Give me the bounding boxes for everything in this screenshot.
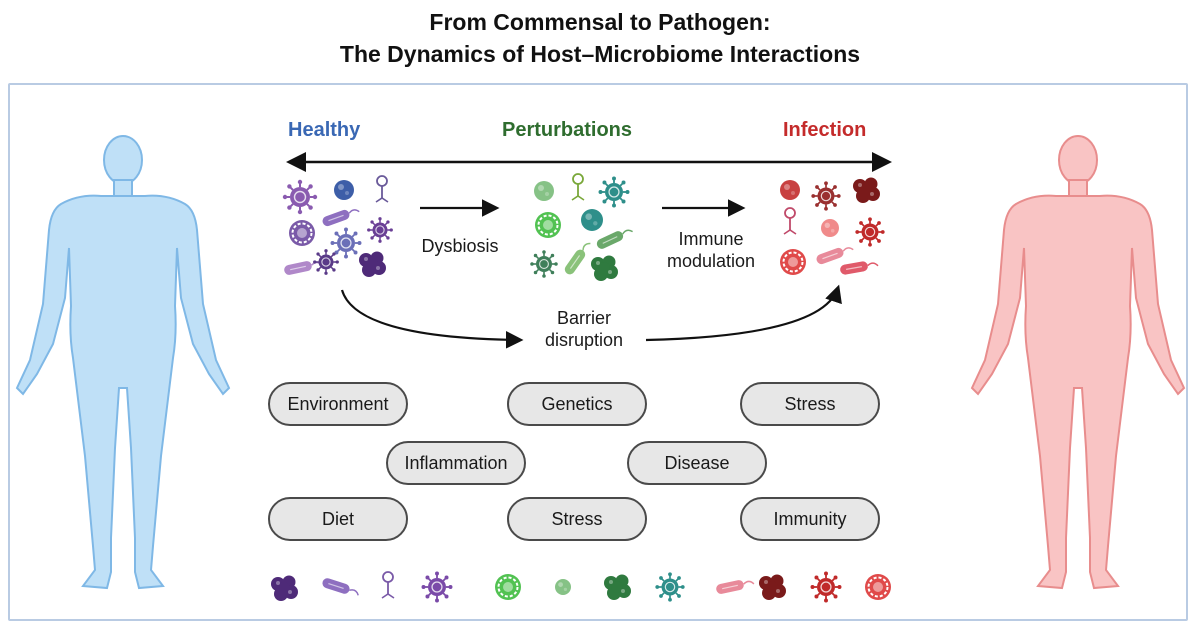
stage-label-perturbations: Perturbations — [502, 119, 633, 141]
barrier-disruption-line2: disruption — [544, 330, 624, 350]
infected-human-icon — [971, 135, 1185, 589]
barrier-disruption-arrow-in — [340, 289, 524, 349]
microbe-legend-row — [271, 570, 892, 604]
diagram-panel — [8, 83, 1188, 621]
factor-immunity: Immunity — [740, 497, 880, 541]
factor-inflammation: Inflammation — [386, 441, 526, 485]
factor-disease: Disease — [627, 441, 767, 485]
immune-modulation-line1: Immune — [678, 229, 744, 249]
factor-stress-top: Stress — [740, 382, 880, 426]
perturbed-microbe-cluster — [529, 173, 635, 281]
dysbiosis-label: Dysbiosis — [421, 236, 499, 256]
healthy-microbe-cluster — [281, 175, 394, 277]
barrier-disruption-label: Barrier disruption — [524, 307, 644, 351]
factor-genetics: Genetics — [507, 382, 647, 426]
figure-title: From Commensal to Pathogen: The Dynamics… — [0, 6, 1200, 70]
barrier-disruption-arrow-out — [645, 284, 842, 342]
pathogen-microbe-cluster — [779, 177, 886, 277]
factor-diet: Diet — [268, 497, 408, 541]
figure-title-line1: From Commensal to Pathogen: — [429, 9, 771, 35]
stage-label-infection: Infection — [783, 119, 867, 141]
factor-stress-bottom: Stress — [507, 497, 647, 541]
healthy-human-icon — [16, 135, 230, 589]
figure-title-line2: The Dynamics of Host–Microbiome Interact… — [339, 41, 861, 67]
immune-modulation-line2: modulation — [666, 251, 756, 271]
barrier-disruption-line1: Barrier — [556, 308, 611, 328]
stage-label-healthy: Healthy — [288, 119, 361, 141]
factor-environment: Environment — [268, 382, 408, 426]
immune-modulation-label: Immune modulation — [656, 228, 766, 272]
